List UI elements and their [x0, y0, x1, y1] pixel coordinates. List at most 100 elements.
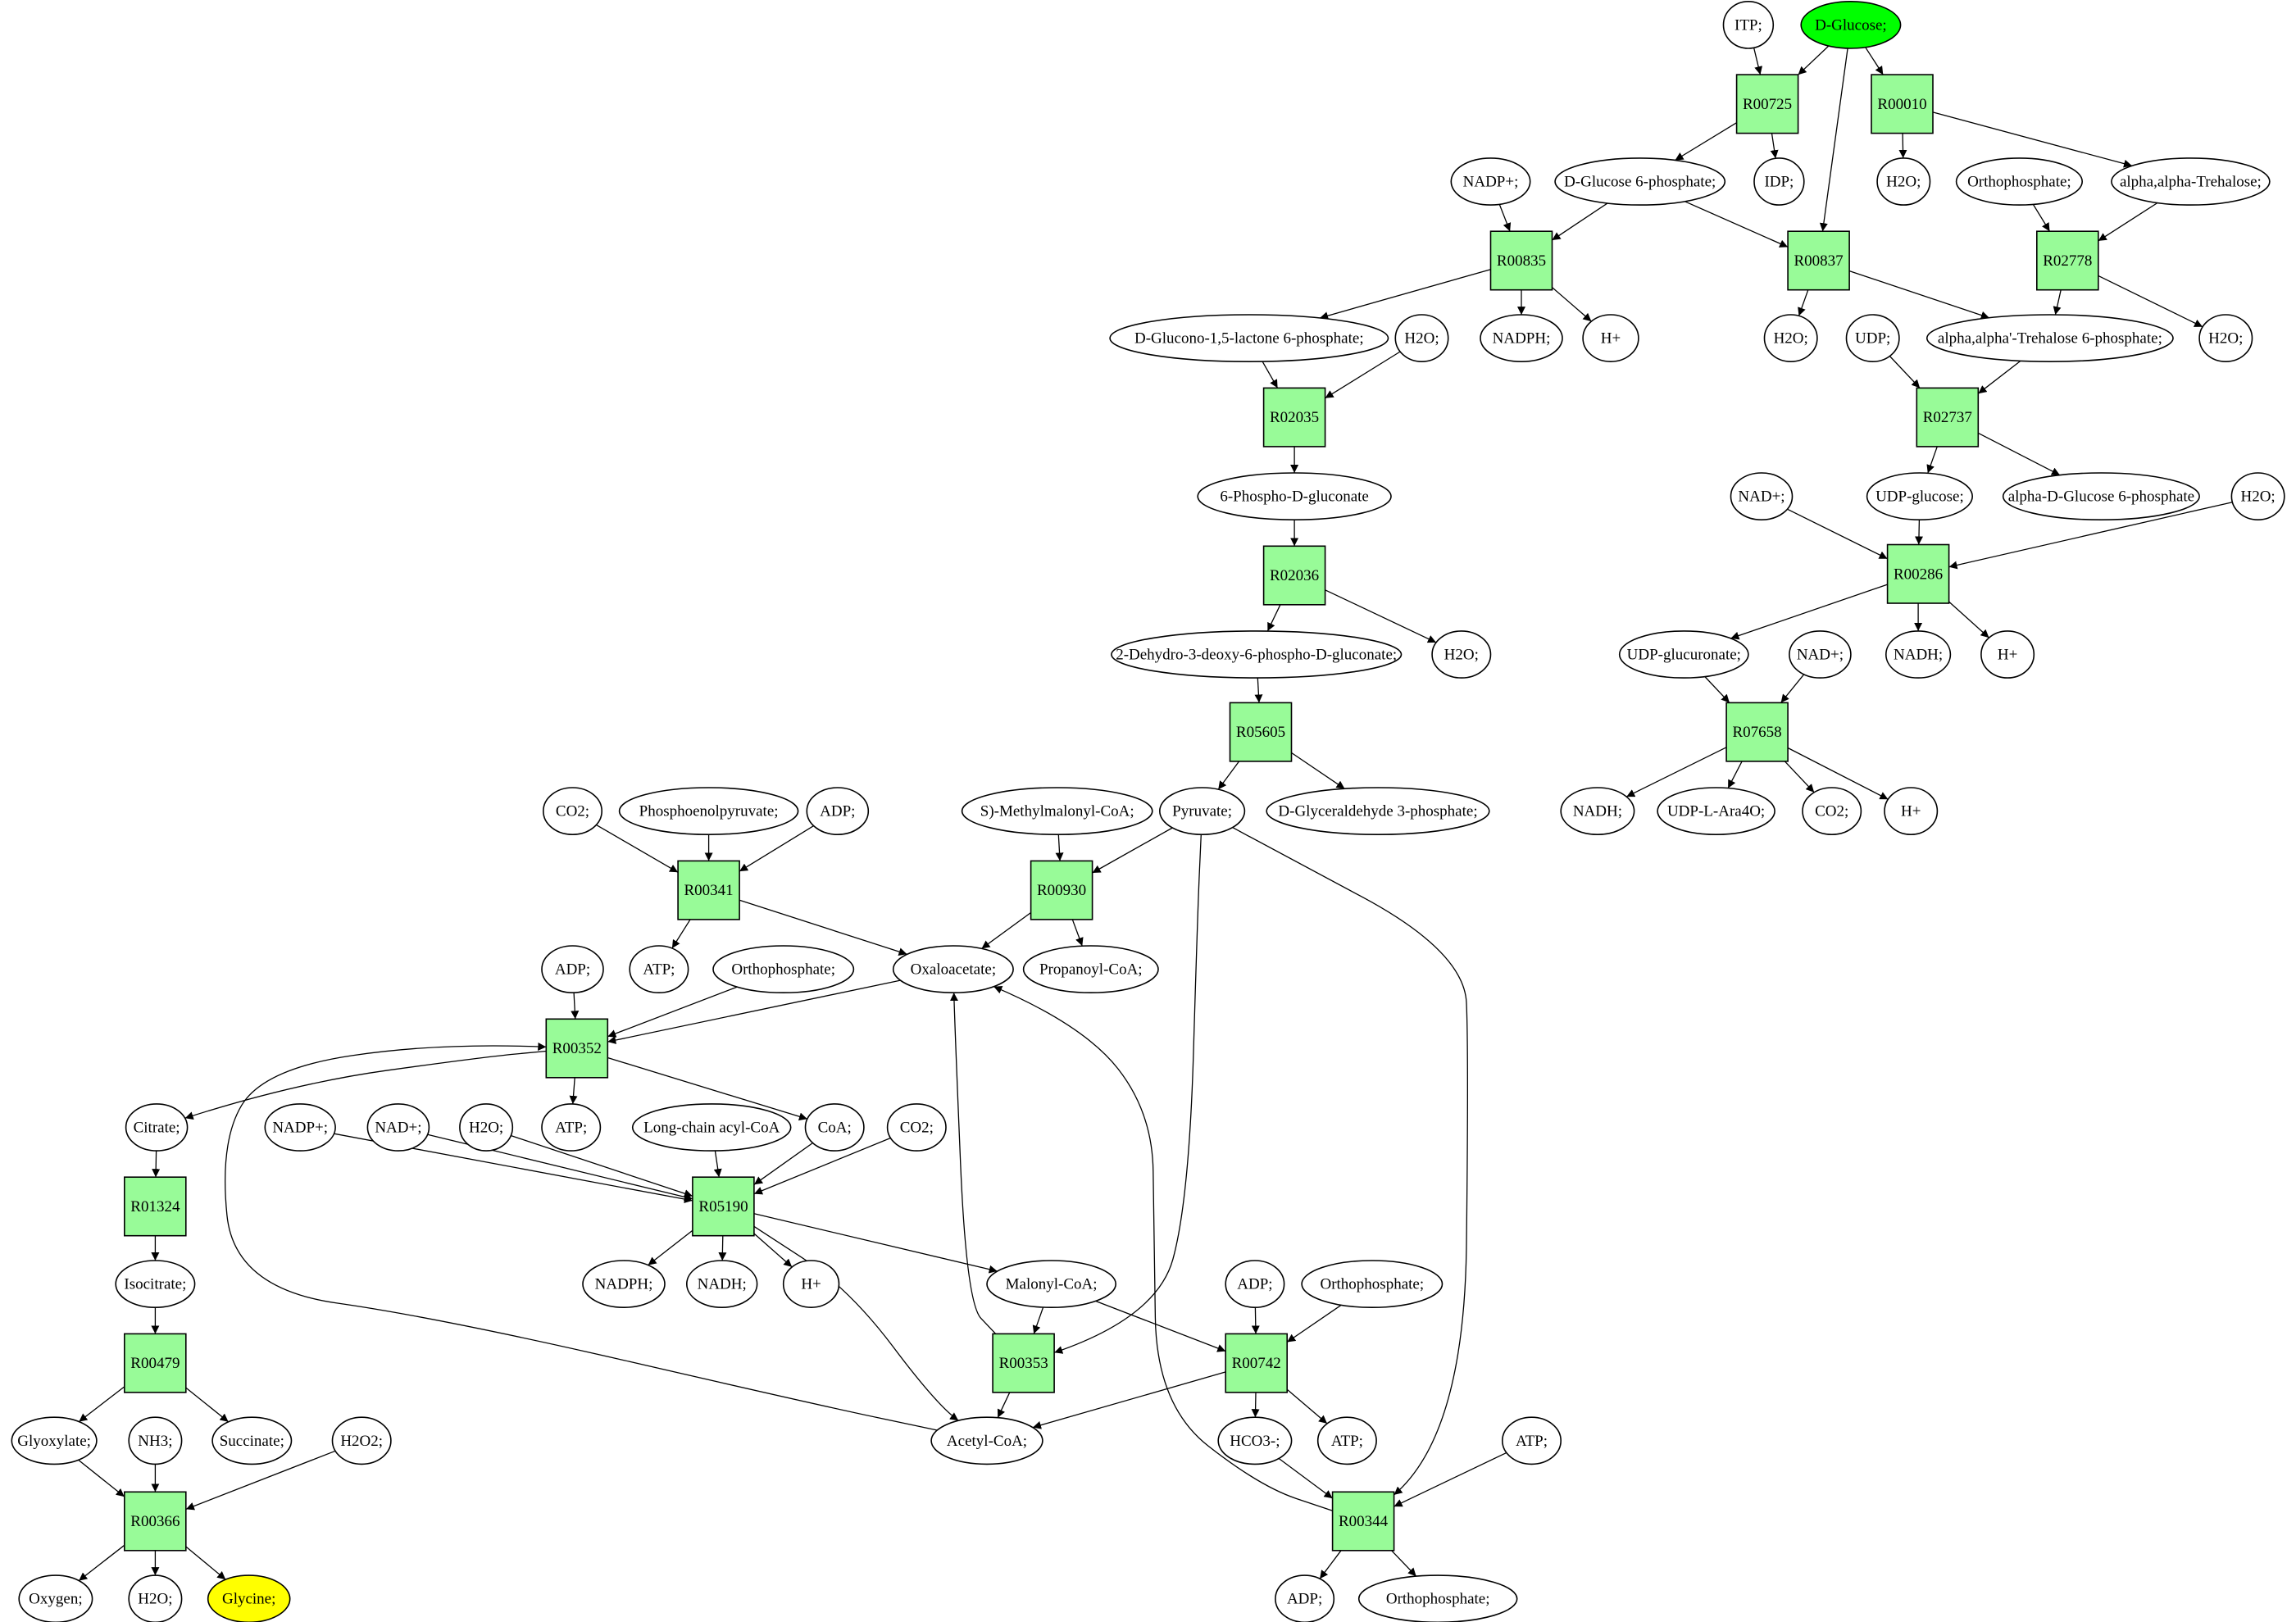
reaction-node-R05190[interactable]: R05190 — [692, 1176, 755, 1237]
compound-node-nad_c[interactable]: NAD+; — [366, 1103, 430, 1152]
compound-node-trehalose[interactable]: alpha,alpha-Trehalose; — [2111, 157, 2271, 206]
reaction-node-R00479[interactable]: R00479 — [124, 1333, 187, 1393]
compound-node-g6p[interactable]: D-Glucose 6-phosphate; — [1554, 157, 1726, 206]
compound-node-h2o_f[interactable]: H2O; — [1431, 630, 1492, 679]
reaction-node-R01324[interactable]: R01324 — [124, 1176, 187, 1237]
reaction-node-R00341[interactable]: R00341 — [677, 860, 740, 920]
compound-node-h2o_b[interactable]: H2O; — [1394, 314, 1449, 363]
compound-node-glucono[interactable]: D-Glucono-1,5-lactone 6-phosphate; — [1109, 314, 1389, 363]
reaction-node-R00835[interactable]: R00835 — [1489, 230, 1553, 291]
compound-node-hco3[interactable]: HCO3-; — [1217, 1416, 1293, 1465]
compound-node-t6p[interactable]: alpha,alpha'-Trehalose 6-phosphate; — [1925, 314, 2174, 363]
compound-node-h2o_e[interactable]: H2O; — [2230, 472, 2285, 521]
compound-node-glyoxylate[interactable]: Glyoxylate; — [11, 1416, 98, 1465]
reaction-node-R00366[interactable]: R00366 — [124, 1491, 187, 1552]
compound-node-citrate[interactable]: Citrate; — [125, 1103, 189, 1152]
reaction-node-R00353[interactable]: R00353 — [992, 1333, 1055, 1393]
compound-node-adp_b[interactable]: ADP; — [541, 945, 604, 994]
compound-node-co2_c[interactable]: CO2; — [886, 1103, 947, 1152]
reaction-node-R02035[interactable]: R02035 — [1262, 387, 1326, 448]
compound-node-atp_b[interactable]: ATP; — [541, 1103, 602, 1152]
edge-ortho_a-to-R02778 — [2032, 204, 2051, 232]
compound-node-itp[interactable]: ITP; — [1722, 0, 1775, 49]
compound-node-nadph_b[interactable]: NADPH; — [582, 1260, 666, 1309]
reaction-node-R00725[interactable]: R00725 — [1735, 74, 1799, 134]
compound-node-dglucose[interactable]: D-Glucose; — [1800, 0, 1902, 49]
reaction-box — [1262, 545, 1326, 606]
compound-node-nad_a[interactable]: NAD+; — [1730, 472, 1794, 521]
edge-R02778-to-h2o_d — [2098, 275, 2203, 328]
reaction-node-R00344[interactable]: R00344 — [1331, 1491, 1395, 1552]
edge-R00479-to-succinate — [185, 1387, 230, 1423]
compound-node-nadh_b[interactable]: NADH; — [1560, 787, 1635, 836]
compound-node-oaa[interactable]: Oxaloacetate; — [892, 945, 1014, 994]
reaction-node-R05605[interactable]: R05605 — [1229, 702, 1293, 762]
compound-node-pgluconate[interactable]: 6-Phospho-D-gluconate — [1197, 472, 1392, 521]
compound-node-acetylcoa[interactable]: Acetyl-CoA; — [930, 1416, 1043, 1465]
compound-node-succinate[interactable]: Succinate; — [211, 1416, 293, 1465]
compound-node-udpara[interactable]: UDP-L-Ara4O; — [1657, 787, 1775, 836]
compound-node-co2_b[interactable]: CO2; — [1802, 787, 1862, 836]
compound-ellipse — [1560, 787, 1635, 836]
compound-node-nadh_c[interactable]: NADH; — [685, 1260, 758, 1309]
node-label: ITP; — [1735, 16, 1762, 34]
compound-node-lcacoa[interactable]: Long-chain acyl-CoA — [631, 1103, 792, 1152]
compound-node-propcoa[interactable]: Propanoyl-CoA; — [1022, 945, 1159, 994]
reaction-node-R00352[interactable]: R00352 — [545, 1018, 609, 1079]
compound-node-co2_a[interactable]: CO2; — [542, 787, 602, 836]
compound-node-udpglc[interactable]: UDP-glucose; — [1866, 472, 1973, 521]
compound-node-hplus_c[interactable]: H+ — [1884, 787, 1939, 836]
reaction-node-R00930[interactable]: R00930 — [1030, 860, 1093, 920]
compound-node-hplus_a[interactable]: H+ — [1582, 314, 1639, 363]
compound-node-idp[interactable]: IDP; — [1753, 157, 1805, 206]
compound-node-ag6p[interactable]: alpha-D-Glucose 6-phosphate — [2002, 472, 2200, 521]
compound-node-nadp_b[interactable]: NADP+; — [264, 1103, 336, 1152]
compound-node-nh3[interactable]: NH3; — [128, 1416, 183, 1465]
compound-node-h2o_h[interactable]: H2O; — [128, 1574, 183, 1622]
reaction-node-R02778[interactable]: R02778 — [2036, 230, 2099, 291]
edge-R00835-to-glucono — [1319, 269, 1491, 320]
reaction-node-R02036[interactable]: R02036 — [1262, 545, 1326, 606]
compound-node-hplus_b[interactable]: H+ — [1980, 630, 2035, 679]
compound-node-pyruvate[interactable]: Pyruvate; — [1158, 787, 1246, 836]
compound-node-atp_a[interactable]: ATP; — [629, 945, 689, 994]
reaction-node-R00837[interactable]: R00837 — [1787, 230, 1850, 291]
compound-node-ortho_d[interactable]: Orthophosphate; — [1357, 1574, 1518, 1622]
compound-node-udp[interactable]: UDP; — [1845, 314, 1900, 363]
compound-node-oxygen[interactable]: Oxygen; — [18, 1574, 93, 1622]
compound-node-h2o_g[interactable]: H2O; — [459, 1103, 514, 1152]
compound-node-ortho_a[interactable]: Orthophosphate; — [1955, 157, 2083, 206]
compound-node-udpgluc[interactable]: UDP-glucuronate; — [1618, 630, 1749, 679]
compound-node-coa[interactable]: CoA; — [804, 1103, 865, 1152]
compound-node-h2o2[interactable]: H2O2; — [331, 1416, 392, 1465]
compound-node-nadp_a[interactable]: NADP+; — [1450, 157, 1531, 206]
compound-node-h2o_c[interactable]: H2O; — [1763, 314, 1818, 363]
compound-node-hplus_d[interactable]: H+ — [782, 1260, 840, 1309]
compound-node-h2o_d[interactable]: H2O; — [2198, 314, 2253, 363]
reaction-node-R00010[interactable]: R00010 — [1871, 74, 1934, 134]
compound-node-adp_a[interactable]: ADP; — [806, 787, 870, 836]
compound-node-ortho_b[interactable]: Orthophosphate; — [712, 945, 855, 994]
compound-node-adp_c[interactable]: ADP; — [1225, 1260, 1285, 1309]
reaction-node-R00286[interactable]: R00286 — [1886, 543, 1950, 604]
compound-node-nad_b[interactable]: NAD+; — [1789, 630, 1852, 679]
edge-pyruvate-to-R00930 — [1092, 827, 1173, 874]
reaction-node-R07658[interactable]: R07658 — [1725, 702, 1789, 762]
compound-node-atp_c[interactable]: ATP; — [1316, 1416, 1377, 1465]
compound-node-h2o_a[interactable]: H2O; — [1876, 157, 1931, 206]
reaction-node-R00742[interactable]: R00742 — [1225, 1333, 1288, 1393]
compound-node-atp_d[interactable]: ATP; — [1502, 1416, 1562, 1465]
compound-node-malcoa[interactable]: Malonyl-CoA; — [986, 1260, 1116, 1309]
compound-node-pep[interactable]: Phosphoenolpyruvate; — [618, 787, 799, 836]
compound-node-gap[interactable]: D-Glyceraldehyde 3-phosphate; — [1266, 787, 1490, 836]
compound-node-glycine[interactable]: Glycine; — [207, 1574, 291, 1622]
compound-node-isocitrate[interactable]: Isocitrate; — [115, 1260, 196, 1309]
compound-node-ortho_c[interactable]: Orthophosphate; — [1301, 1260, 1444, 1309]
compound-node-nadph_a[interactable]: NADPH; — [1480, 314, 1563, 363]
compound-node-nadh_a[interactable]: NADH; — [1885, 630, 1952, 679]
compound-node-adp_d[interactable]: ADP; — [1275, 1574, 1335, 1622]
compound-node-kdpg[interactable]: 2-Dehydro-3-deoxy-6-phospho-D-gluconate; — [1111, 630, 1403, 679]
compound-node-mmcoa[interactable]: S)-Methylmalonyl-CoA; — [961, 787, 1153, 836]
edge-R02737-to-ag6p — [1978, 432, 2061, 476]
reaction-node-R02737[interactable]: R02737 — [1916, 387, 1980, 448]
